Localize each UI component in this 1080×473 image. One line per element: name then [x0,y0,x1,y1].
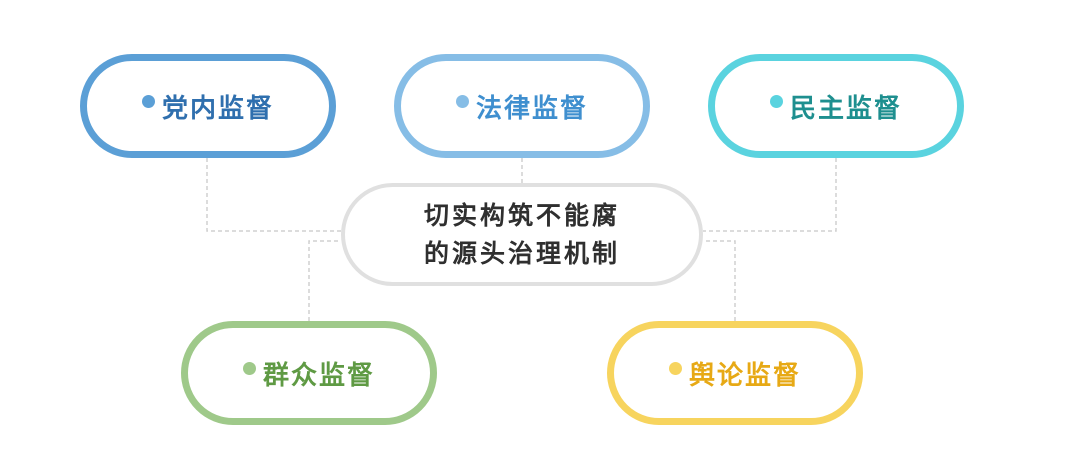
center-line-1: 切实构筑不能腐 [423,200,620,230]
connector-mass [308,240,341,321]
bullet-dot [455,94,469,108]
center-node: 切实构筑不能腐 的源头治理机制 [341,183,703,286]
bullet-dot [242,361,256,375]
bullet-dot [668,361,682,375]
bullet-dot [769,94,783,108]
node-label: 党内监督 [161,93,274,124]
node-party-supervision: 党内监督 [80,54,336,158]
bullet-dot [141,94,155,108]
node-label: 群众监督 [262,360,375,391]
node-label: 民主监督 [789,93,902,124]
node-mass-supervision: 群众监督 [181,321,437,425]
center-line-2: 的源头治理机制 [423,238,620,268]
connector-opinion [703,240,736,321]
node-label: 舆论监督 [688,360,801,391]
node-democratic-supervision: 民主监督 [708,54,964,158]
connector-democratic [703,158,837,232]
node-legal-supervision: 法律监督 [394,54,650,158]
connector-party [206,158,341,232]
node-public-opinion-supervision: 舆论监督 [607,321,863,425]
node-label: 法律监督 [475,93,588,124]
